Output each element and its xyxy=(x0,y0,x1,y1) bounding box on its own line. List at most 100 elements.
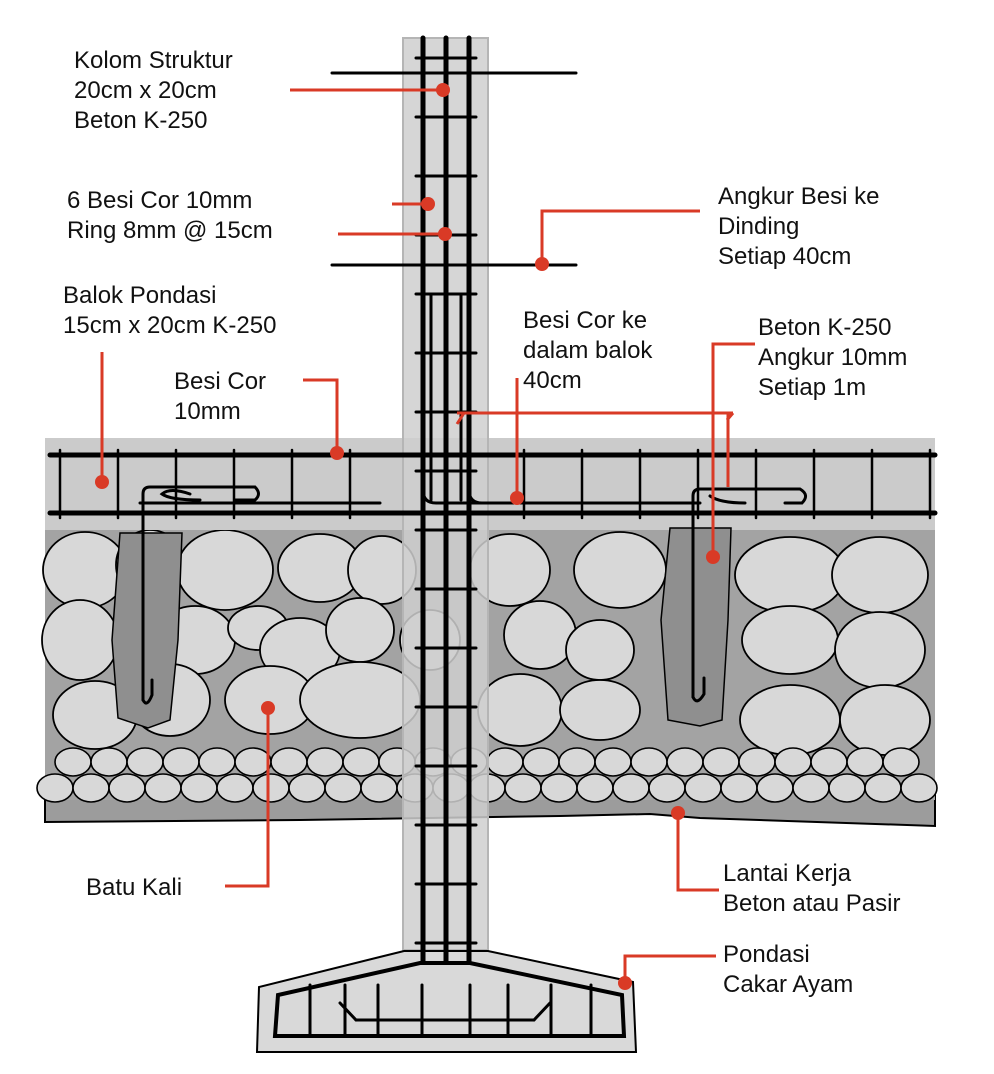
river-stone xyxy=(503,600,577,670)
river-stone xyxy=(831,536,929,614)
small-stone xyxy=(198,747,236,777)
small-stone xyxy=(162,747,200,777)
dot-ring xyxy=(438,227,452,241)
small-stone xyxy=(486,747,524,777)
small-stone xyxy=(252,773,290,803)
small-stone xyxy=(36,773,74,803)
leader-batu-kali xyxy=(225,708,270,888)
river-stone xyxy=(325,597,395,663)
small-stone xyxy=(504,773,542,803)
small-stone xyxy=(540,773,578,803)
small-stone xyxy=(306,747,344,777)
dot-batu-kali xyxy=(261,701,275,715)
small-stone xyxy=(810,747,848,777)
bent-bar-right xyxy=(467,298,702,505)
small-stone xyxy=(234,747,272,777)
river-stone xyxy=(559,679,641,741)
dot-besi-cor-balok xyxy=(330,446,344,460)
small-stone xyxy=(576,773,614,803)
dot-besi-6 xyxy=(421,197,435,211)
leader-40cm xyxy=(455,411,735,425)
dot-beton-angkur xyxy=(706,550,720,564)
small-stone xyxy=(288,773,326,803)
rebar-group xyxy=(47,35,938,1038)
leader-cakar-ayam xyxy=(623,954,716,983)
small-stone xyxy=(72,773,110,803)
anchor-left xyxy=(141,485,260,702)
river-stone xyxy=(41,599,119,681)
leader-besi-cor-balok xyxy=(303,378,339,453)
small-stone xyxy=(90,747,128,777)
small-stone xyxy=(270,747,308,777)
small-stones xyxy=(36,747,938,803)
leader-angkur-dinding xyxy=(540,209,700,264)
small-stone xyxy=(666,747,704,777)
dot-cakar-ayam xyxy=(618,976,632,990)
small-stone xyxy=(216,773,254,803)
small-stone xyxy=(648,773,686,803)
footing-claw xyxy=(338,1001,358,1022)
balok-pondasi xyxy=(45,438,935,530)
anchor-mortar-right xyxy=(660,527,732,727)
small-stone xyxy=(612,773,650,803)
leader-beton-angkur xyxy=(711,342,755,557)
small-stone xyxy=(54,747,92,777)
river-stone xyxy=(565,619,635,681)
river-stone xyxy=(734,536,846,614)
small-stone xyxy=(144,773,182,803)
dot-besi-ke-balok xyxy=(510,491,524,505)
anchor-mortar-left xyxy=(111,532,183,729)
small-stone xyxy=(324,773,362,803)
small-stone xyxy=(846,747,884,777)
small-stone xyxy=(630,747,668,777)
river-stone xyxy=(176,529,274,611)
dot-balok xyxy=(95,475,109,489)
small-stone xyxy=(720,773,758,803)
small-stone xyxy=(702,747,740,777)
river-stone xyxy=(834,611,926,689)
small-stone xyxy=(342,747,380,777)
dot-kolom xyxy=(436,83,450,97)
small-stone xyxy=(756,773,794,803)
leader-lines xyxy=(95,83,755,990)
river-stone xyxy=(739,684,841,756)
small-stone xyxy=(900,773,938,803)
small-stone xyxy=(738,747,776,777)
small-stone xyxy=(684,773,722,803)
dot-angkur-dinding xyxy=(535,257,549,271)
anchor-right-hook xyxy=(691,676,706,703)
river-stone xyxy=(839,684,931,756)
label-batu-kali: Batu Kali xyxy=(86,874,183,901)
small-stone xyxy=(126,747,164,777)
river-stone xyxy=(477,673,563,747)
small-stone xyxy=(558,747,596,777)
leader-lantai-kerja xyxy=(676,813,719,892)
river-stone xyxy=(741,605,839,675)
small-stone xyxy=(792,773,830,803)
dot-lantai-kerja xyxy=(671,806,685,820)
river-stone xyxy=(42,531,128,609)
small-stone xyxy=(828,773,866,803)
small-stone xyxy=(882,747,920,777)
footing-cage xyxy=(272,961,627,1038)
small-stone xyxy=(594,747,632,777)
small-stone xyxy=(180,773,218,803)
anchor-left-hook xyxy=(141,678,154,705)
small-stone xyxy=(108,773,146,803)
small-stone xyxy=(774,747,812,777)
bent-bar-left xyxy=(421,298,517,505)
small-stone xyxy=(360,773,398,803)
river-stone xyxy=(573,531,667,609)
small-stone xyxy=(522,747,560,777)
small-stone xyxy=(864,773,902,803)
